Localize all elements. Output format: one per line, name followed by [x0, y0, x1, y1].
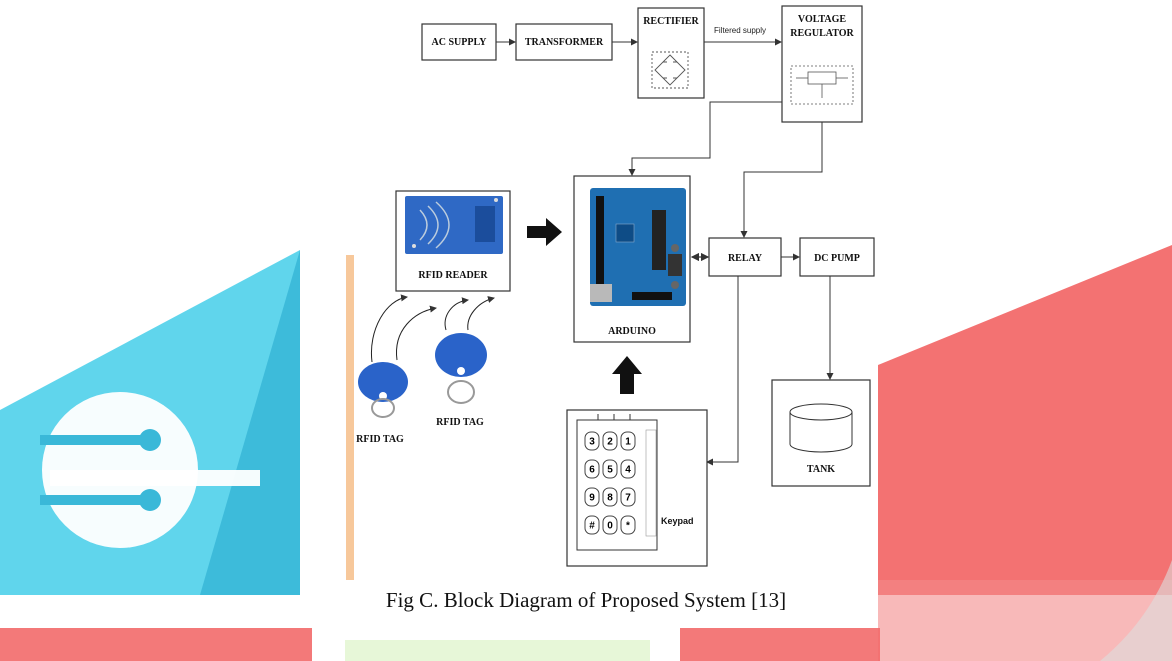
- arduino-board-icon: [590, 188, 686, 306]
- rfid-tag-icon: [435, 333, 487, 404]
- transformer-block: TRANSFORMER: [515, 23, 613, 61]
- keypad-key-label: 1: [625, 437, 631, 448]
- dc-pump-block: DC PUMP: [799, 237, 875, 277]
- keypad-key-label: 4: [625, 465, 631, 476]
- keypad-key: 3: [584, 431, 600, 451]
- ac-supply-block: AC SUPPLY: [421, 23, 497, 61]
- arduino-block: ARDUINO: [573, 175, 691, 343]
- keypad-key-label: 5: [607, 465, 613, 476]
- keypad-key: 0: [602, 515, 618, 535]
- keypad-key-label: 0: [607, 521, 613, 532]
- rfid-reader-block: RFID READER: [395, 190, 511, 292]
- tank-block: TANK: [771, 379, 871, 487]
- keypad-key-label: 8: [607, 493, 613, 504]
- keypad-key-label: 2: [607, 437, 613, 448]
- rectifier-label: RECTIFIER: [643, 16, 699, 27]
- rfid-tag-2: RFID TAG: [435, 333, 487, 428]
- keypad-key-label: 9: [589, 493, 595, 504]
- ac-supply-label: AC SUPPLY: [432, 37, 488, 48]
- keypad-key: 4: [620, 459, 636, 479]
- keypad-key: *: [620, 515, 636, 535]
- dc-pump-label: DC PUMP: [814, 253, 860, 264]
- filtered-supply-label: Filtered supply: [714, 26, 766, 35]
- keypad-key-label: 6: [589, 465, 595, 476]
- keypad-label: Keypad: [661, 516, 694, 526]
- bridge-rectifier-icon: [651, 51, 689, 89]
- figure-caption: Fig C. Block Diagram of Proposed System …: [385, 588, 787, 612]
- keypad-key-label: 3: [589, 437, 595, 448]
- wireless-signal-arrows: [370, 294, 495, 363]
- keypad-key: 5: [602, 459, 618, 479]
- regulator-label: REGULATOR: [790, 28, 854, 39]
- voltage-label: VOLTAGE: [798, 14, 846, 25]
- regulator-icon: [790, 65, 854, 105]
- keypad-block: 3 2 1 6 5 4 9 8 7 #0 * Keypad: [566, 409, 708, 567]
- voltage-regulator-block: VOLTAGE REGULATOR: [781, 5, 863, 123]
- keypad-key: 9: [584, 487, 600, 507]
- rectifier-block: RECTIFIER: [637, 7, 705, 99]
- relay-block: RELAY: [708, 237, 782, 277]
- keypad-key: 6: [584, 459, 600, 479]
- data-flow-arrow-icon: [527, 218, 562, 246]
- rfid-reader-label: RFID READER: [418, 270, 488, 281]
- keypad-key: 8: [602, 487, 618, 507]
- keypad-key-label: 7: [625, 493, 631, 504]
- keypad-key: 1: [620, 431, 636, 451]
- relay-label: RELAY: [728, 253, 763, 264]
- keypad-key: #: [584, 515, 600, 535]
- arduino-label: ARDUINO: [608, 326, 656, 337]
- keypad-key: 2: [602, 431, 618, 451]
- rfid-tag-1: RFID TAG: [356, 362, 408, 445]
- rfid-tag-1-label: RFID TAG: [356, 434, 404, 445]
- rfid-tag-2-label: RFID TAG: [436, 417, 484, 428]
- tank-label: TANK: [807, 464, 835, 475]
- rfid-module-icon: [405, 196, 503, 254]
- tank-cylinder-icon: [789, 403, 853, 453]
- keypad-input-arrow-icon: [612, 356, 642, 394]
- transformer-label: TRANSFORMER: [525, 37, 604, 48]
- keypad-key-label: *: [626, 521, 630, 532]
- rfid-tag-icon: [358, 362, 408, 418]
- keypad-key-label: #: [589, 521, 595, 532]
- keypad-icon: 3 2 1 6 5 4 9 8 7 #0 *: [576, 414, 658, 551]
- keypad-key: 7: [620, 487, 636, 507]
